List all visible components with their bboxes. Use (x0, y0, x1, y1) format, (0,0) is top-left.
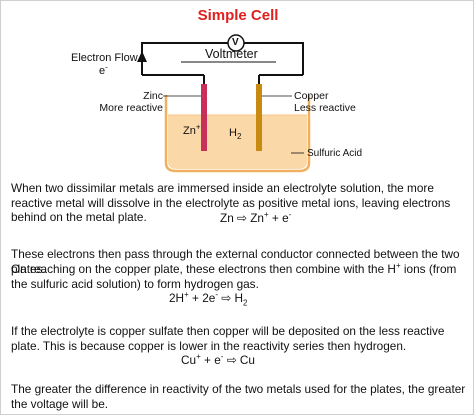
equation-copper: Cu+ + e- ⇨ Cu (181, 353, 255, 367)
eq3-minus: - (220, 352, 224, 362)
copper-label: Copper (294, 90, 329, 102)
paragraph-conductor: These electrons then pass through the ex… (11, 247, 460, 276)
eq1-plus: + (263, 210, 269, 220)
eq3-part-b: + e (200, 353, 221, 367)
zinc-ion-charge: + (195, 122, 201, 132)
copper-sub-label: Less reactive (294, 102, 356, 114)
paragraph-hydrogen: On reaching on the copper plate, these e… (11, 262, 469, 291)
equation-zinc: Zn ⇨ Zn+ + e- (220, 211, 291, 225)
electron-flow-label: Electron Flow (71, 52, 138, 64)
zinc-ion-label: Zn+ (183, 122, 201, 137)
electron-direction-arrow-icon (137, 51, 147, 62)
paragraph-dissolve: When two dissimilar metals are immersed … (11, 181, 451, 224)
p2b-part1: On reaching on the copper plate, these e… (11, 262, 396, 276)
cell-beaker-diagram (137, 34, 311, 173)
p2b-plus: + (395, 261, 401, 271)
paragraph-copper-sulfate: If the electrolyte is copper sulfate the… (11, 324, 445, 353)
eq2-part-c: ⇨ H (218, 291, 243, 305)
eq2-plus: + (184, 290, 189, 300)
electron-charge: - (105, 62, 108, 72)
electron-symbol: e (99, 65, 106, 77)
circuit-path (141, 42, 304, 91)
hydrogen-subscript: 2 (236, 132, 242, 142)
eq2-part-a: 2H (169, 291, 185, 305)
sulfuric-acid-label: Sulfuric Acid (307, 148, 363, 159)
label-pointers (163, 95, 304, 154)
page-title: Simple Cell (197, 7, 279, 24)
zinc-label-text: Zinc (143, 90, 163, 102)
eq3-part-a: Cu (181, 353, 197, 367)
hydrogen-text: H (229, 127, 237, 139)
eq1-minus: - (288, 210, 292, 220)
eq3-plus: + (196, 352, 201, 362)
zinc-sub-label: More reactive (99, 102, 163, 114)
paragraph-voltage: The greater the difference in reactivity… (11, 382, 466, 411)
zinc-rod (201, 84, 207, 151)
eq2-part-b: + 2e (188, 291, 216, 305)
electron-flow-text: Electron Flow (71, 52, 138, 64)
eq1-part-a: Zn ⇨ Zn (220, 211, 264, 225)
zinc-ion-text: Zn (183, 125, 196, 137)
hydrogen-label: H2 (229, 127, 242, 142)
eq2-subscript: 2 (242, 298, 248, 308)
voltmeter-label: Voltmeter (205, 47, 258, 61)
eq2-minus: - (215, 290, 219, 300)
eq3-part-c: ⇨ Cu (223, 353, 255, 367)
eq1-part-b: + e (268, 211, 289, 225)
electrolyte-liquid (168, 115, 307, 169)
voltmeter-symbol: V (232, 37, 239, 48)
zinc-label: Zinc (131, 90, 163, 102)
equation-hydrogen: 2H+ + 2e- ⇨ H2 (169, 290, 248, 308)
p2b-part2: ions (from the sulfuric acid solution) t… (11, 262, 457, 291)
voltmeter-dial-icon (227, 34, 245, 52)
electron-label: e- (99, 62, 108, 77)
beaker-outline (164, 95, 311, 173)
copper-rod (256, 84, 262, 151)
